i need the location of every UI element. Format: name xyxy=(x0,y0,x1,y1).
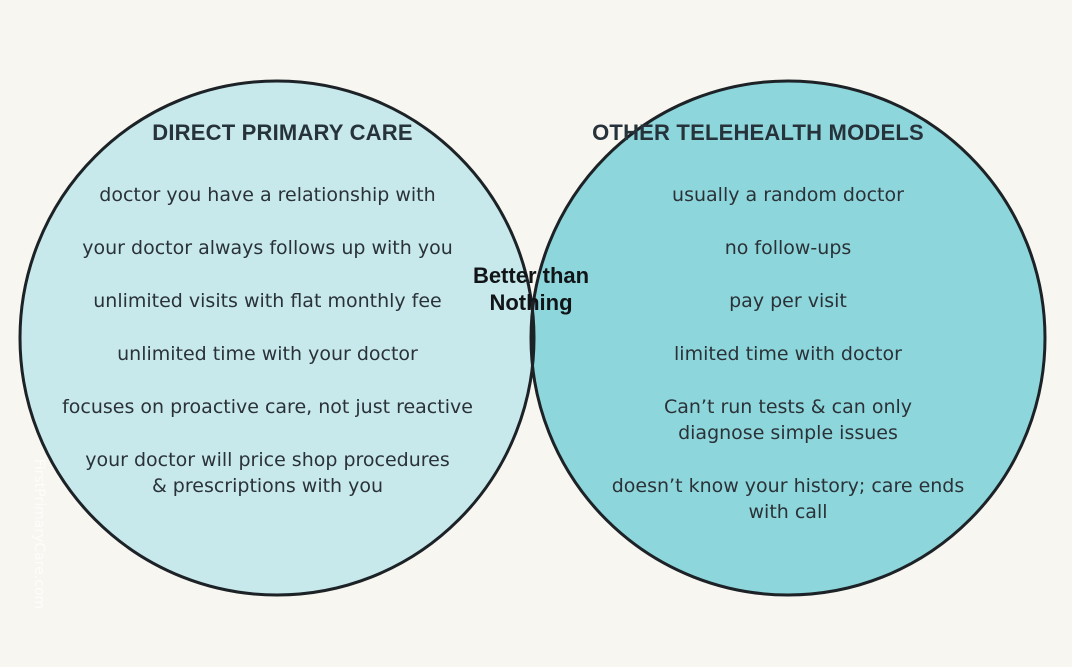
left-circle-title: DIRECT PRIMARY CARE xyxy=(152,120,413,145)
right-item: usually a random doctor xyxy=(672,184,904,206)
watermark: FirstPrimaryCare.com xyxy=(31,458,47,610)
left-item: your doctor always follows up with you xyxy=(82,237,453,259)
left-item: your doctor will price shop procedures &… xyxy=(85,449,450,497)
right-circle-title: OTHER TELEHEALTH MODELS xyxy=(592,120,924,145)
left-item: unlimited visits with flat monthly fee xyxy=(93,290,442,312)
left-circle xyxy=(20,81,534,595)
left-item: unlimited time with your doctor xyxy=(117,343,418,365)
right-circle-outline xyxy=(529,79,1047,597)
left-item: focuses on proactive care, not just reac… xyxy=(62,396,473,418)
right-item: no follow-ups xyxy=(724,237,852,259)
right-item: doesn’t know your history; care ends wit… xyxy=(611,475,965,523)
left-item: doctor you have a relationship with xyxy=(99,184,436,206)
left-circle-outline xyxy=(18,79,536,597)
right-item: Can’t run tests & can only diagnose simp… xyxy=(663,396,913,444)
right-circle xyxy=(531,81,1045,595)
overlap-label: Better than Nothing xyxy=(472,263,590,315)
right-item: limited time with doctor xyxy=(674,343,902,365)
right-item: pay per visit xyxy=(729,290,847,312)
